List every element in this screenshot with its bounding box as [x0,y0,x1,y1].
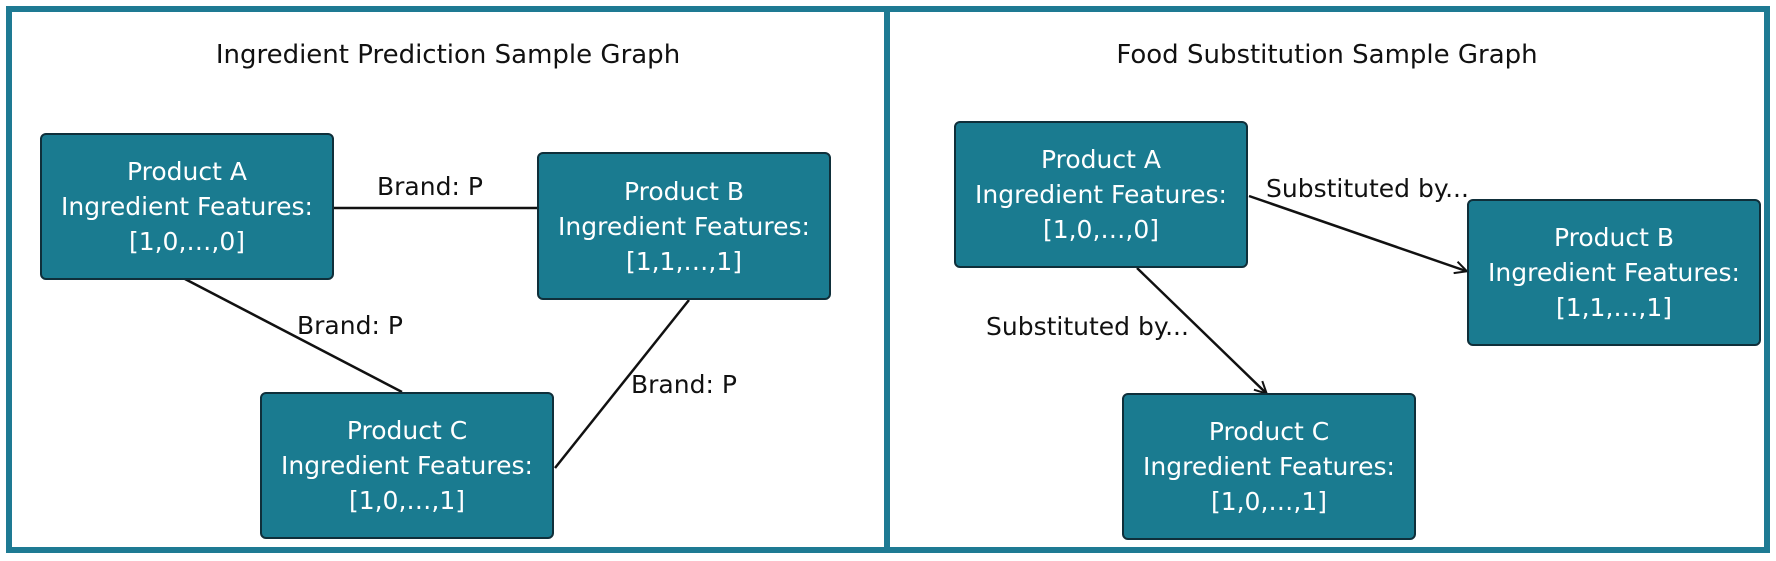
node-name: Product B [1553,223,1675,252]
node-vector: [1,0,…,0] [128,227,246,256]
left-node-product-b[interactable]: Product B Ingredient Features: [1,1,…,1] [537,152,831,300]
node-features-label: Ingredient Features: [61,192,313,221]
edge-label-left-a-c: Brand: P [297,311,403,340]
node-name: Product A [127,157,247,186]
right-node-product-a[interactable]: Product A Ingredient Features: [1,0,…,0] [954,121,1248,268]
edge-label-left-a-b: Brand: P [377,172,483,201]
node-features-label: Ingredient Features: [1143,452,1395,481]
left-node-product-c[interactable]: Product C Ingredient Features: [1,0,…,1] [260,392,554,539]
node-features-label: Ingredient Features: [1488,258,1740,287]
left-panel-title: Ingredient Prediction Sample Graph [215,40,681,70]
node-vector: [1,1,…,1] [1555,293,1673,322]
node-name: Product A [1041,145,1161,174]
node-vector: [1,0,…,1] [348,486,466,515]
node-name: Product C [1208,417,1330,446]
right-node-product-c[interactable]: Product C Ingredient Features: [1,0,…,1] [1122,393,1416,540]
node-vector: [1,0,…,1] [1210,487,1328,516]
edge-label-right-a-c: Substituted by... [986,312,1189,341]
node-vector: [1,1,…,1] [625,246,743,276]
node-vector: [1,0,…,0] [1042,215,1160,244]
edge-label-right-a-b: Substituted by... [1266,174,1469,203]
node-name: Product B [623,176,745,206]
node-features-label: Ingredient Features: [281,451,533,480]
left-node-product-a[interactable]: Product A Ingredient Features: [1,0,…,0] [40,133,334,280]
node-name: Product C [346,416,468,445]
node-features-label: Ingredient Features: [558,211,810,241]
edge-label-left-b-c: Brand: P [631,370,737,399]
right-panel-title: Food Substitution Sample Graph [1116,40,1538,70]
node-features-label: Ingredient Features: [975,180,1227,209]
right-node-product-b[interactable]: Product B Ingredient Features: [1,1,…,1] [1467,199,1761,346]
